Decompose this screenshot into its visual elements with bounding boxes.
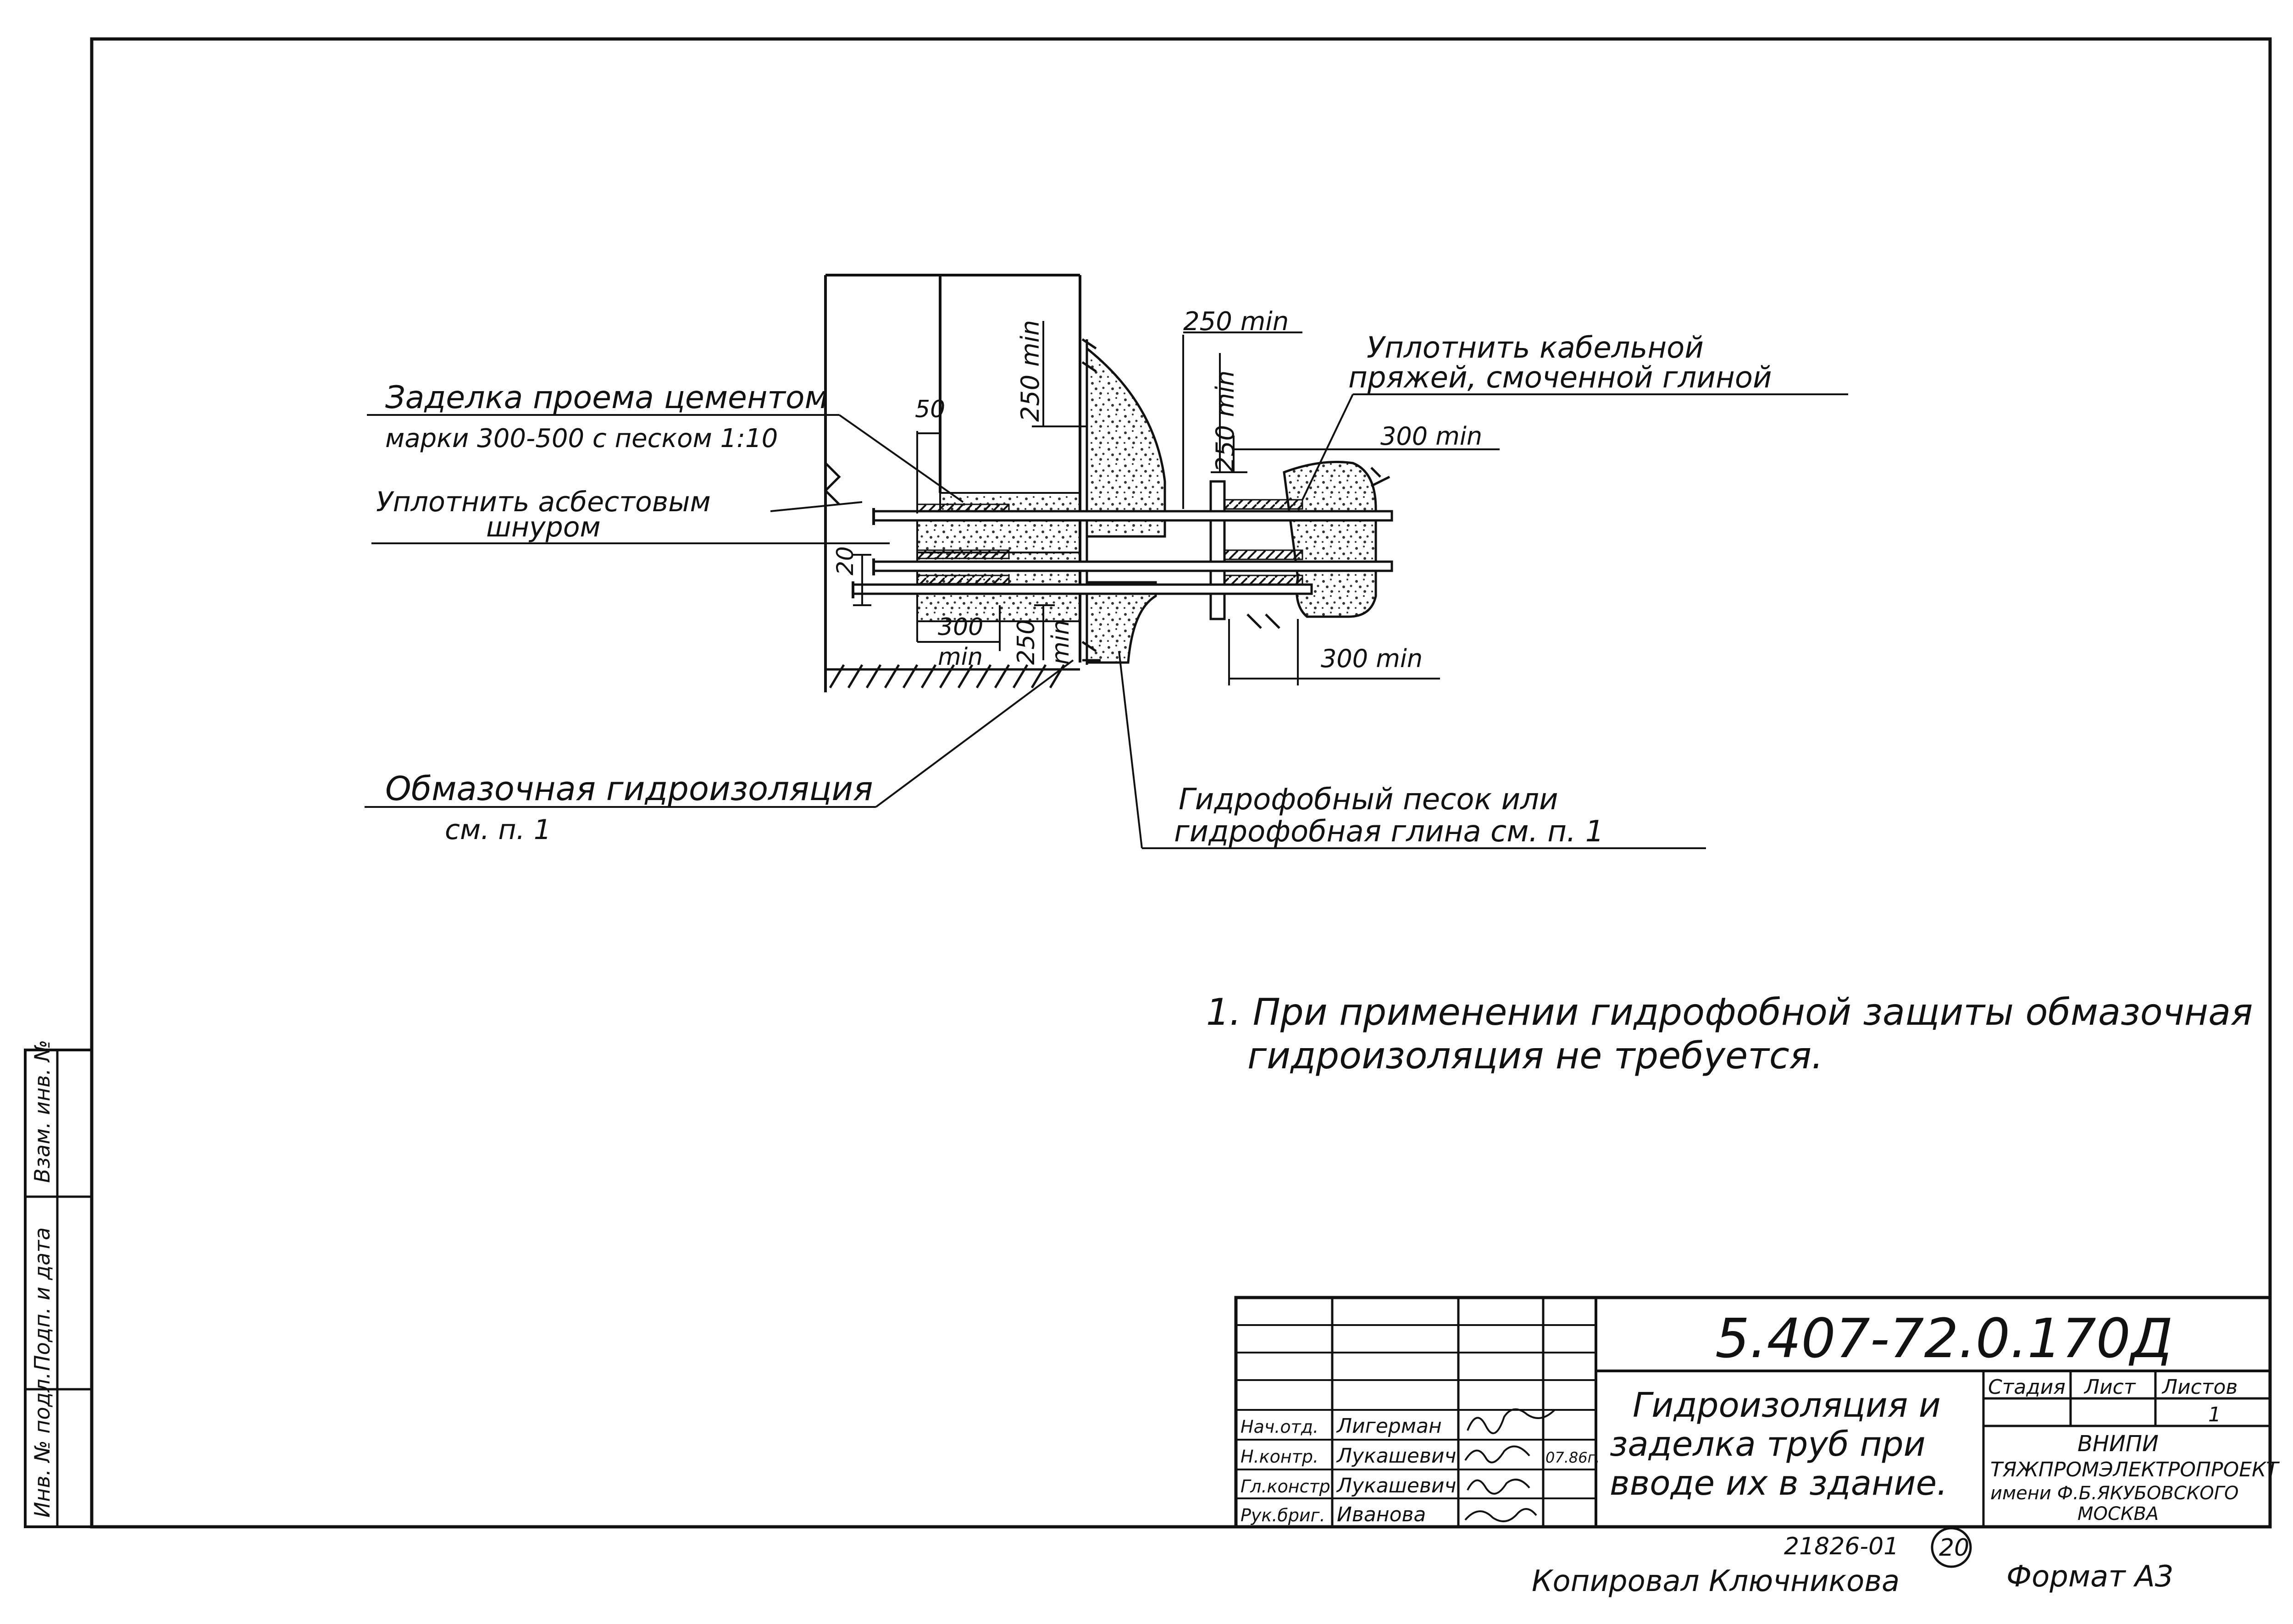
sig-name-1: Лигерман [1336,1414,1442,1438]
label-asbestos-1: Уплотнить асбестовым [376,486,711,518]
dim-250-bottom-unit: min [1047,620,1074,665]
dim-300-bottom-value: 300 [938,613,983,641]
dim-250-vert-left: 250 min [1016,320,1045,422]
sheets-count: 1 [2208,1403,2221,1426]
dim-300-bottom-unit: min [938,643,983,671]
label-coating-1: Обмазочная гидроизоляция [385,769,873,808]
dim-300-right-top: 300 min [1380,422,1482,451]
note-line-2: гидроизоляция не требуется. [1247,1034,1823,1077]
note-line-1: 1. При применении гидрофобной защиты обм… [1206,991,2253,1033]
label-cable-yarn-2: пряжей, смоченной глиной [1348,361,1772,395]
dim-20: 20 [832,546,858,575]
org-name-2: ТЯЖПРОМЭЛЕКТРОПРОЕКТ [1990,1458,2280,1481]
dimension-lines [853,321,1500,685]
side-stamp-signature: Подп. и дата [30,1227,55,1371]
dim-300-right-bottom: 300 min [1321,644,1423,673]
sig-date-2: 07.86г. [1545,1449,1600,1466]
dim-250-bottom-value: 250 [1013,619,1040,665]
title-line-3: вводе их в здание. [1610,1464,1948,1503]
title-line-1: Гидроизоляция и [1633,1386,1941,1425]
header-stage: Стадия [1988,1375,2066,1399]
signature-mark-3 [1467,1479,1530,1495]
org-name-1: ВНИПИ [2077,1431,2159,1457]
leader-lines [365,393,1848,849]
label-hydrophobic-1: Гидрофобный песок или [1179,783,1558,817]
page-circle [1931,1527,1972,1568]
dim-250-top: 250 min [1183,307,1289,337]
title-line-2: заделка труб при [1610,1425,1926,1464]
header-sheet: Лист [2083,1375,2136,1399]
sig-name-3: Лукашевич [1336,1474,1457,1497]
pipes [852,508,1393,598]
side-stamp: Инв. № подл. Подп. и дата Взам. инв. № [24,1040,93,1528]
inventory-number: 21826-01 [1784,1533,1899,1560]
label-hydrophobic-2: гидрофобная глина см. п. 1 [1174,815,1604,849]
sig-role-2: Н.контр. [1241,1447,1318,1467]
footer: 21826-01 20 Копировал Ключникова Формат … [1532,1527,2174,1598]
drawing-labels: Заделка проема цементом марки 300-500 с … [376,331,1772,849]
sig-name-2: Лукашевич [1336,1444,1457,1468]
dimension-labels: 50 20 250 min 250 min 250 min 300 min 30… [832,307,1482,673]
copied-by: Копировал Ключникова [1532,1564,1900,1598]
side-stamp-replace: Взам. инв. № [30,1040,55,1183]
dim-50: 50 [915,396,945,423]
sheet-format: Формат А3 [2006,1560,2174,1594]
dim-250-vert-right: 250 min [1211,370,1240,472]
sheet-frame [90,37,2272,1529]
title-block: 5.407-72.0.170Д Гидроизоляция и заделка … [1234,1296,2280,1529]
pipe-sleeve-right [1209,461,1390,629]
label-sealing-opening-2: марки 300-500 с песком 1:10 [385,424,778,453]
sig-role-3: Гл.констр. [1241,1476,1336,1497]
signature-mark-4 [1464,1508,1537,1522]
hydrophobic-fill [1081,338,1166,665]
label-asbestos-2: шнуром [486,511,601,543]
header-sheets: Листов [2161,1375,2238,1399]
signature-mark-1 [1467,1408,1556,1434]
sig-role-1: Нач.отд. [1241,1417,1318,1437]
label-cable-yarn-1: Уплотнить кабельной [1367,331,1704,365]
label-sealing-opening-1: Заделка проема цементом [385,380,828,416]
org-name-3: имени Ф.Б.ЯКУБОВСКОГО [1990,1483,2238,1504]
signature-mark-2 [1464,1445,1530,1464]
side-stamp-inventory: Инв. № подл. [30,1372,55,1518]
label-coating-2: см. п. 1 [445,814,551,846]
sig-role-4: Рук.бриг. [1241,1505,1325,1525]
drawing-code: 5.407-72.0.170Д [1715,1307,2173,1370]
general-note: 1. При применении гидрофобной защиты обм… [1206,991,2253,1077]
org-name-4: МОСКВА [2077,1503,2159,1525]
page-number: 20 [1939,1534,1969,1562]
sig-name-4: Иванова [1337,1503,1426,1526]
